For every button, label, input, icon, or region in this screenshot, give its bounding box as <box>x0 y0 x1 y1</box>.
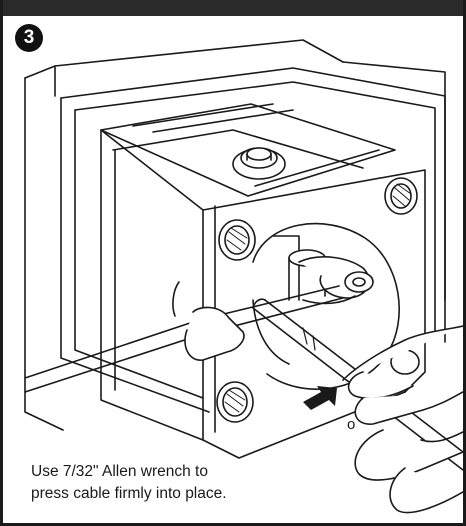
cable <box>24 281 344 393</box>
callout-label: o <box>347 416 356 433</box>
cable-clip <box>298 256 374 305</box>
hand <box>342 325 463 514</box>
instruction-caption: Use 7/32" Allen wrench to press cable fi… <box>31 461 331 505</box>
caption-line-1: Use 7/32" Allen wrench to <box>31 463 208 480</box>
allen-wrench-illustration <box>24 39 463 514</box>
top-screw <box>232 147 286 180</box>
header-bar <box>3 0 463 16</box>
push-direction-arrow-icon <box>303 386 337 410</box>
step-number-badge: 3 <box>15 24 43 52</box>
caption-line-2: press cable firmly into place. <box>31 485 227 502</box>
mounting-plate <box>60 67 446 413</box>
bolt-holes <box>216 177 420 423</box>
